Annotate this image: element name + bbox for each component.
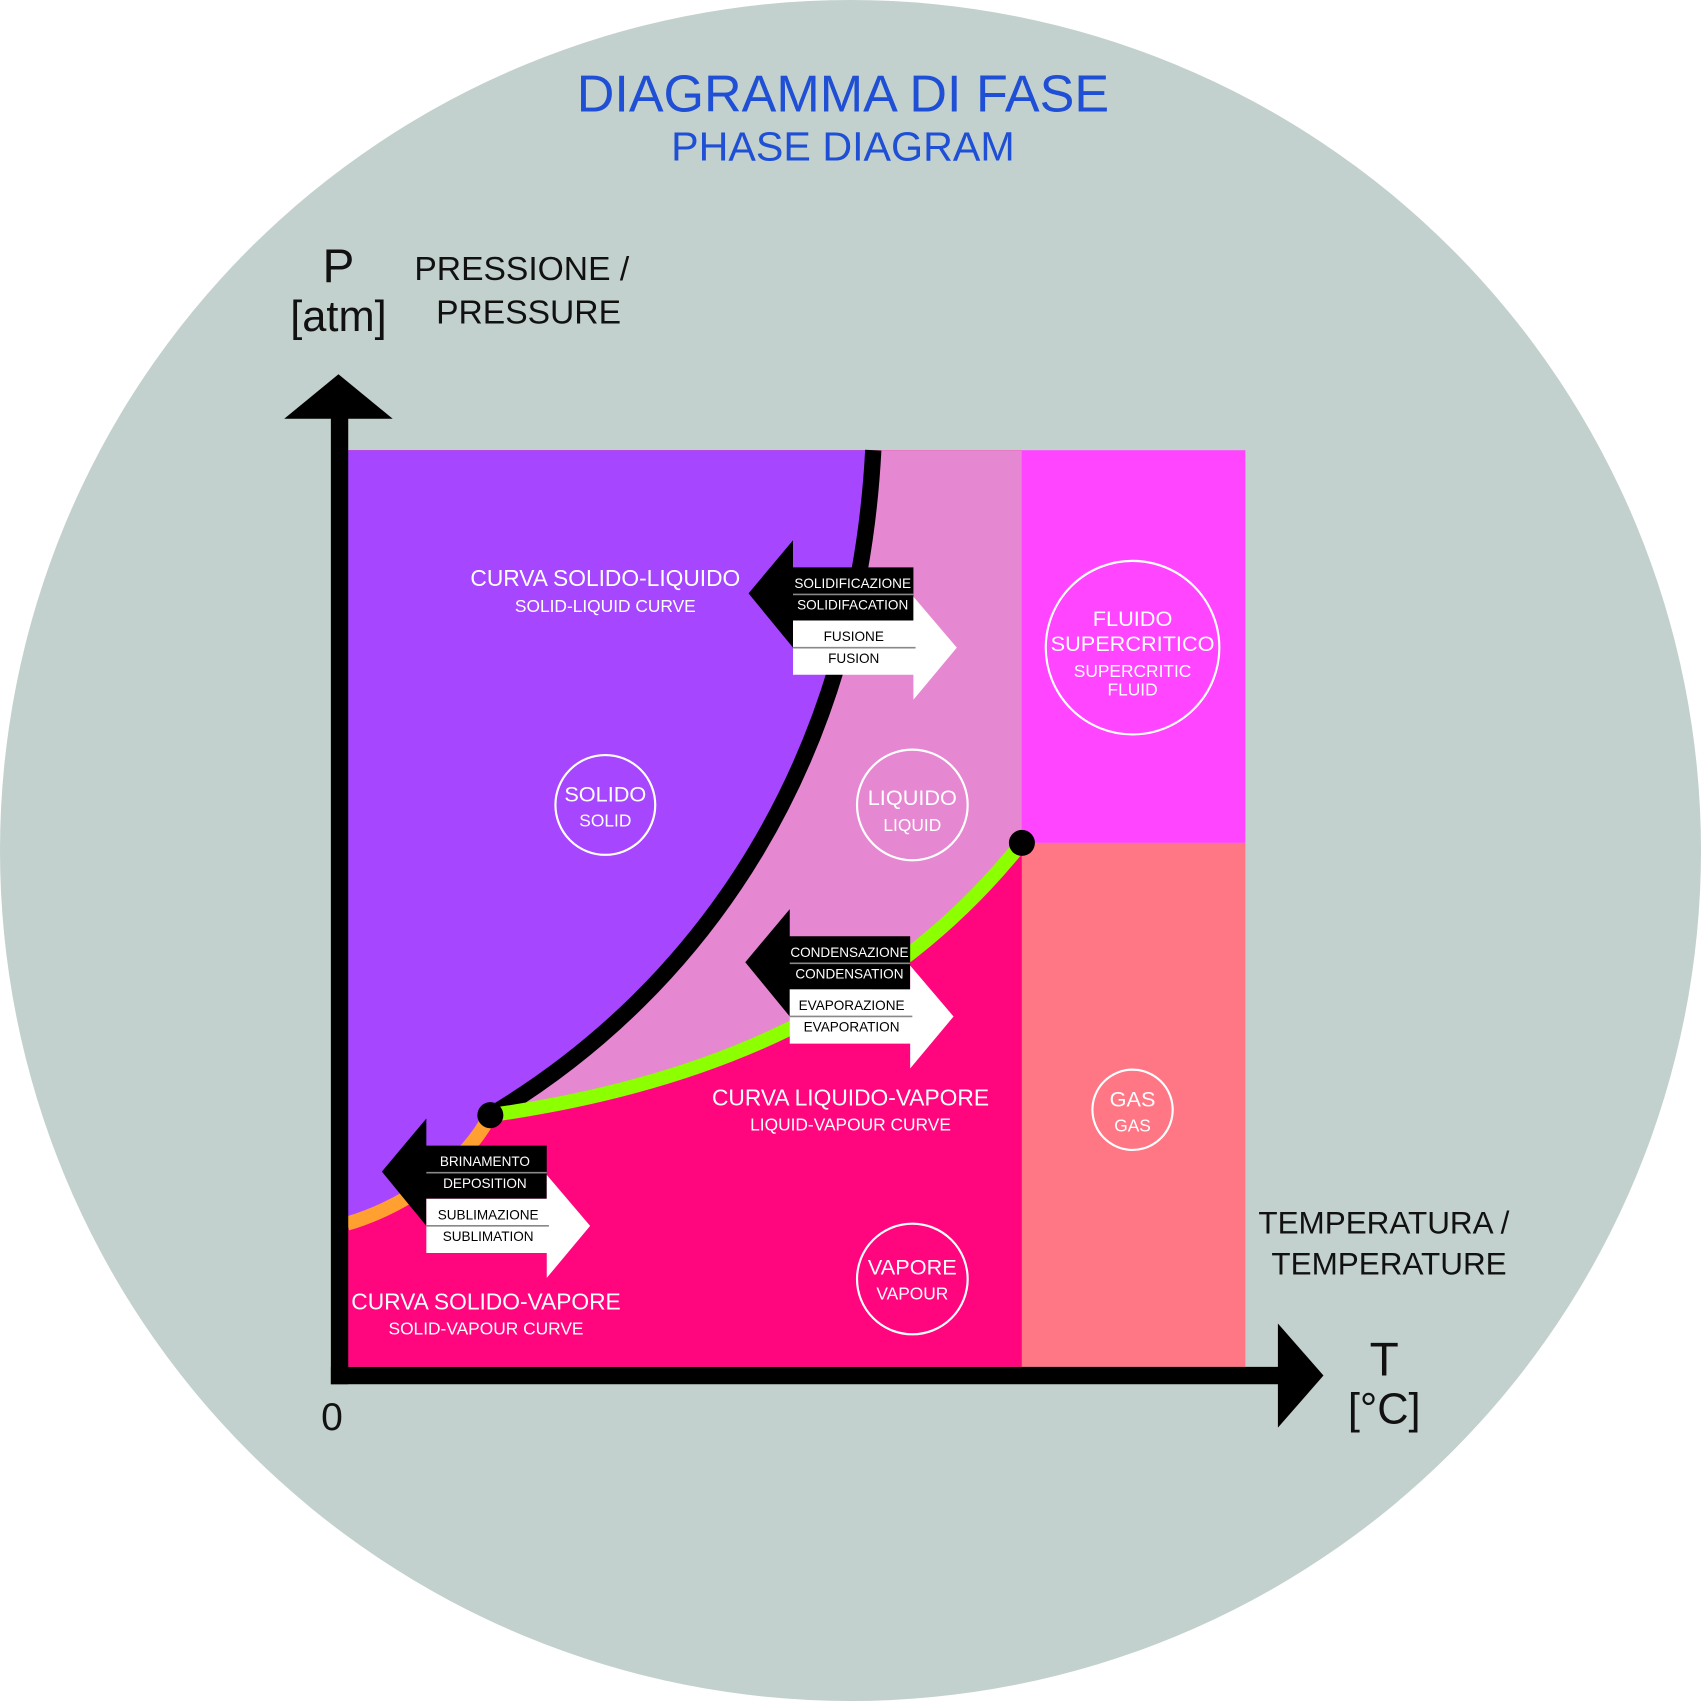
back-label-en: CONDENSATION: [795, 967, 903, 982]
back-label-it: CONDENSAZIONE: [790, 945, 908, 960]
triple-point: [477, 1102, 504, 1129]
phase-solid-en: SOLID: [579, 811, 631, 831]
x-axis-label-it: TEMPERATURA /: [1258, 1205, 1509, 1240]
fwd-label-it: FUSIONE: [824, 629, 884, 644]
phase-supercritical-en2: FLUID: [1107, 679, 1157, 699]
y-axis-label-it: PRESSIONE /: [414, 251, 629, 288]
phase-vapour-en: VAPOUR: [876, 1284, 948, 1304]
x-axis-arrowhead: [1277, 1323, 1324, 1428]
x-axis-symbol: T: [1370, 1334, 1399, 1387]
solid-vapour-label-en: SOLID-VAPOUR CURVE: [389, 1318, 584, 1338]
x-axis-label-en: TEMPERATURE: [1271, 1247, 1506, 1282]
y-axis: [330, 417, 349, 1385]
phase-solid: SOLIDO SOLID: [554, 753, 657, 856]
y-axis-label-en: PRESSURE: [436, 294, 621, 331]
origin-label: 0: [321, 1396, 343, 1439]
gas-region: [1021, 842, 1246, 1367]
phase-gas-it: GAS: [1110, 1087, 1156, 1112]
phase-liquid-it: LIQUIDO: [868, 785, 957, 810]
supercritical-region: [1021, 450, 1246, 843]
liquid-vapour-label-it: CURVA LIQUIDO-VAPORE: [712, 1084, 989, 1110]
phase-supercritical-en1: SUPERCRITIC: [1074, 661, 1192, 681]
phase-gas-en: GAS: [1114, 1115, 1151, 1135]
back-label-en: DEPOSITION: [443, 1176, 527, 1191]
title: DIAGRAMMA DI FASE: [577, 66, 1109, 124]
transition-liquid-vapour: CONDENSAZIONE CONDENSATION EVAPORAZIONE …: [745, 909, 954, 1069]
phase-supercritical-it1: FLUIDO: [1093, 606, 1173, 631]
solid-region: [347, 450, 874, 1224]
fwd-label-en: EVAPORATION: [804, 1020, 900, 1035]
phase-solid-it: SOLIDO: [564, 782, 646, 807]
phase-gas: GAS GAS: [1091, 1068, 1174, 1151]
back-label-it: SOLIDIFICAZIONE: [794, 576, 911, 591]
back-label-it: BRINAMENTO: [440, 1154, 530, 1169]
fwd-label-it: EVAPORAZIONE: [799, 998, 905, 1013]
subtitle: PHASE DIAGRAM: [671, 124, 1015, 170]
transition-solid-vapour: BRINAMENTO DEPOSITION SUBLIMAZIONE SUBLI…: [381, 1118, 591, 1278]
fwd-label-en: FUSION: [828, 651, 879, 666]
phase-liquid-en: LIQUID: [883, 815, 941, 835]
transition-solid-liquid: SOLIDIFICAZIONE SOLIDIFACATION FUSIONE F…: [748, 540, 957, 700]
phase-supercritical-it2: SUPERCRITICO: [1051, 631, 1215, 656]
phase-liquid: LIQUIDO LIQUID: [855, 748, 969, 862]
phase-vapour: VAPORE VAPOUR: [855, 1222, 969, 1336]
back-label-en: SOLIDIFACATION: [797, 598, 908, 613]
fwd-label-it: SUBLIMAZIONE: [438, 1207, 539, 1222]
y-axis-symbol: P: [323, 240, 355, 293]
fwd-label-en: SUBLIMATION: [443, 1229, 534, 1244]
solid-liquid-label-it: CURVA SOLIDO-LIQUIDO: [470, 565, 740, 591]
solid-vapour-label-it: CURVA SOLIDO-VAPORE: [351, 1288, 620, 1314]
y-axis-arrowhead: [284, 374, 393, 419]
liquid-vapour-label-en: LIQUID-VAPOUR CURVE: [750, 1114, 951, 1134]
x-axis: [330, 1366, 1284, 1385]
phase-vapour-it: VAPORE: [868, 1255, 957, 1280]
y-axis-unit: [atm]: [290, 293, 386, 341]
critical-point: [1008, 829, 1035, 856]
liquid-vapour-curve: [489, 838, 1028, 1123]
phase-supercritical: FLUIDO SUPERCRITICO SUPERCRITIC FLUID: [1044, 559, 1221, 736]
solid-liquid-label-en: SOLID-LIQUID CURVE: [515, 596, 696, 616]
x-axis-unit: [°C]: [1348, 1385, 1421, 1433]
